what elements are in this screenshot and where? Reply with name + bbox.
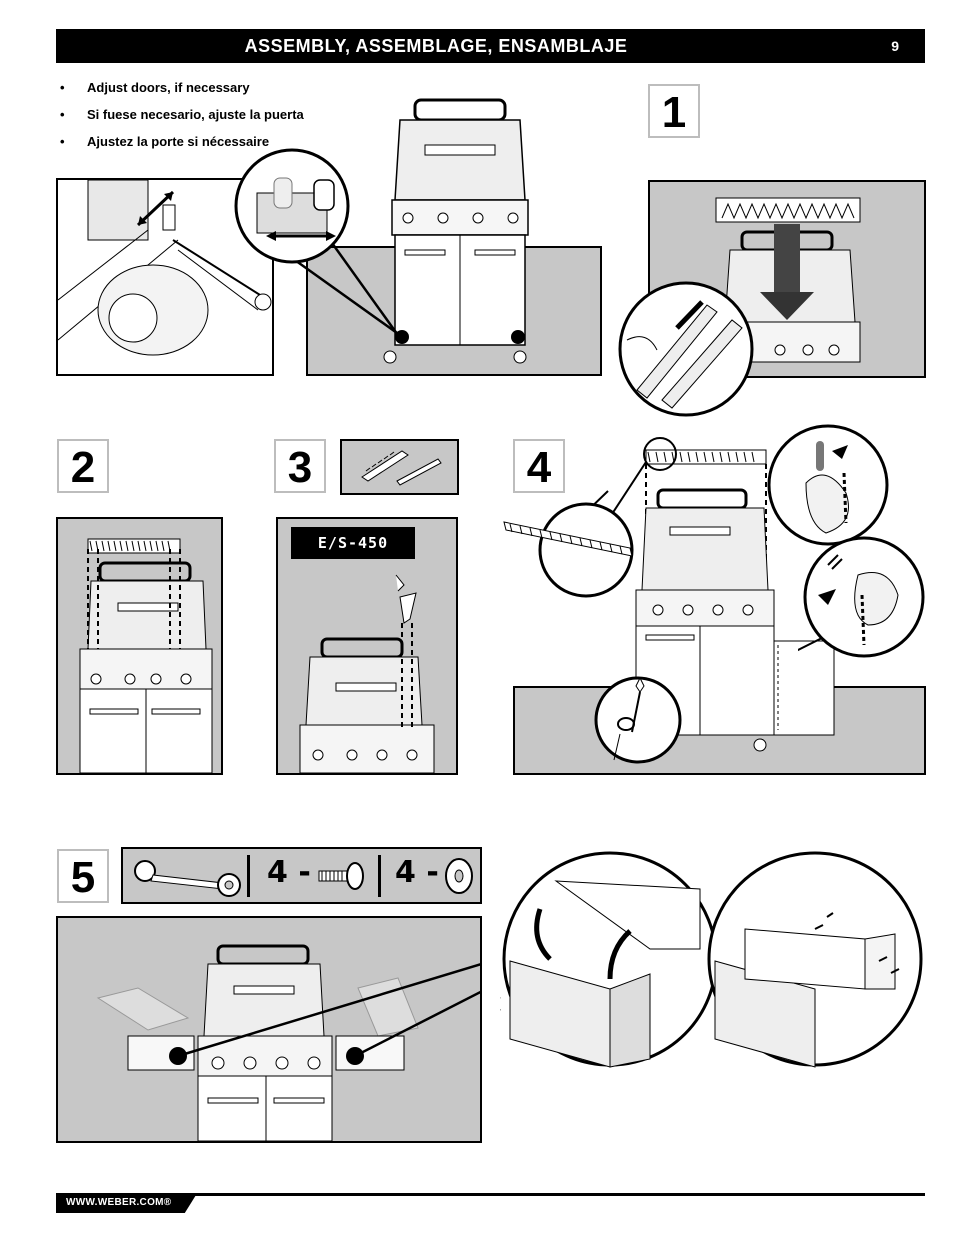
page-number: 9: [891, 38, 899, 54]
bolt-quantity: 4 -: [267, 855, 311, 890]
step-1-number: 1: [648, 84, 700, 138]
step-2-number: 2: [57, 439, 109, 493]
step-3-number: 3: [274, 439, 326, 493]
step-5-number: 5: [57, 849, 109, 903]
step2-warming-rack-panel: [56, 517, 223, 775]
step5-side-tables-panel: [56, 916, 482, 1143]
step3-grill-panel: E/S-450: [276, 517, 458, 775]
washer-quantity: 4 -: [395, 855, 439, 890]
grill-doors-illustration: [380, 95, 540, 370]
grate-insert-zoom: [617, 280, 755, 418]
instruction-french: Ajustez la porte si nécessaire: [56, 132, 304, 159]
side-table-screws-zoom: [705, 849, 925, 1069]
igniter-zoom: [592, 676, 684, 764]
page-header: ASSEMBLY, ASSEMBLAGE, ENSAMBLAJE 9: [56, 29, 925, 63]
model-label: E/S-450: [291, 527, 415, 559]
instruction-english: Adjust doors, if necessary: [56, 78, 304, 105]
footer-tag: [56, 1195, 196, 1213]
footer-rule: [56, 1193, 925, 1196]
match-holder-zoom-bottom: [798, 535, 930, 659]
warming-rack-zoom: [500, 436, 690, 606]
step-4-number: 4: [513, 439, 565, 493]
step3-flavorizer-bars-hardware: [340, 439, 459, 495]
step5-hardware-box: 4 - 4 -: [121, 847, 482, 904]
instruction-spanish: Si fuese necesario, ajuste la puerta: [56, 105, 304, 132]
hinge-zoom-callout: [232, 148, 412, 348]
match-holder-zoom-top: [766, 423, 890, 547]
footer-url: WWW.WEBER.COM®: [66, 1197, 172, 1208]
step1-grate-panel: [648, 180, 926, 378]
page-title: ASSEMBLY, ASSEMBLAGE, ENSAMBLAJE: [244, 36, 628, 56]
side-table-install-zoom: [500, 849, 720, 1069]
instruction-list: Adjust doors, if necessary Si fuese nece…: [56, 78, 304, 159]
